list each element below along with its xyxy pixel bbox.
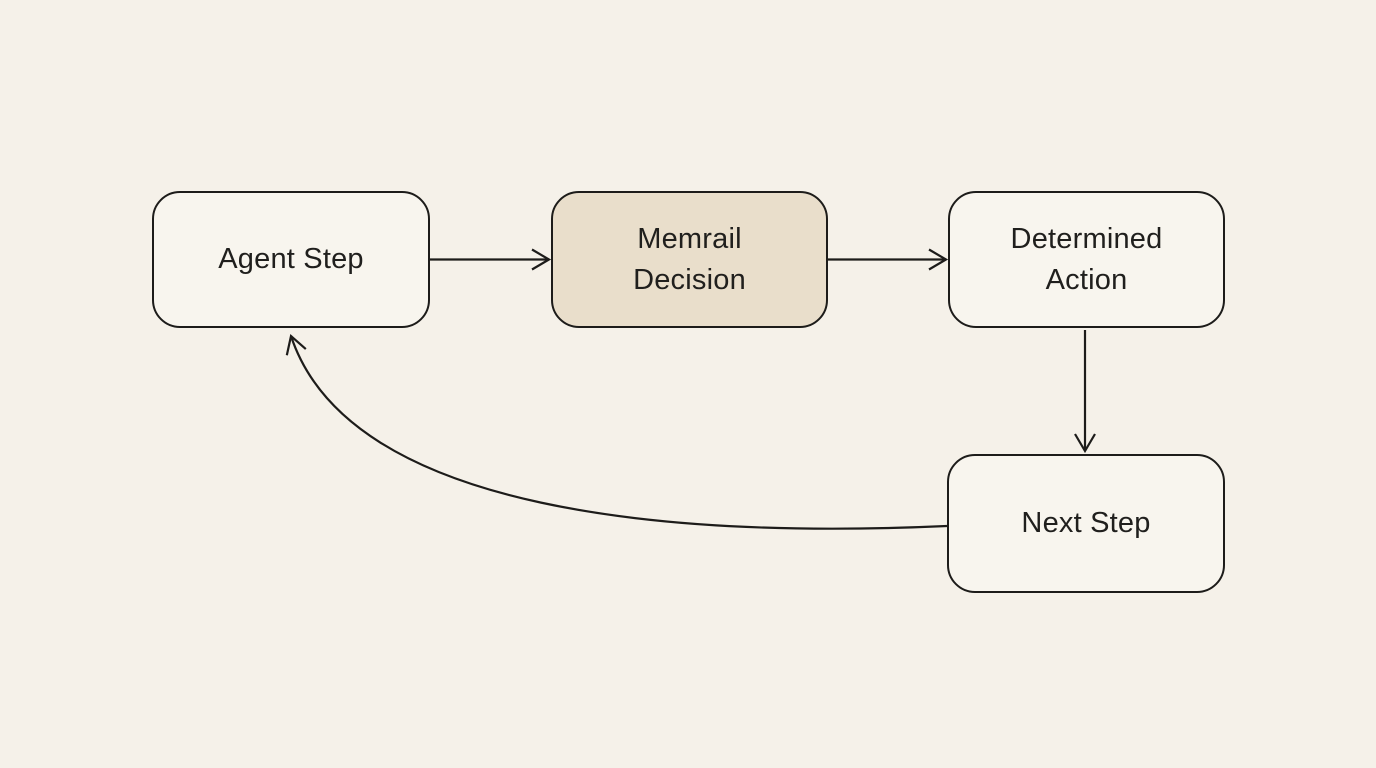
node-determined-action: Determined Action bbox=[948, 191, 1225, 328]
node-determined-action-label: Determined Action bbox=[1010, 223, 1163, 296]
node-memrail-decision-label: Memrail Decision bbox=[633, 223, 746, 296]
node-agent-step: Agent Step bbox=[152, 191, 430, 328]
node-agent-step-label: Agent Step bbox=[218, 243, 364, 276]
edge-next-to-agent-loop bbox=[285, 333, 948, 530]
node-next-step: Next Step bbox=[947, 454, 1225, 593]
node-memrail-decision: Memrail Decision bbox=[551, 191, 828, 328]
node-next-step-label: Next Step bbox=[1021, 507, 1151, 540]
